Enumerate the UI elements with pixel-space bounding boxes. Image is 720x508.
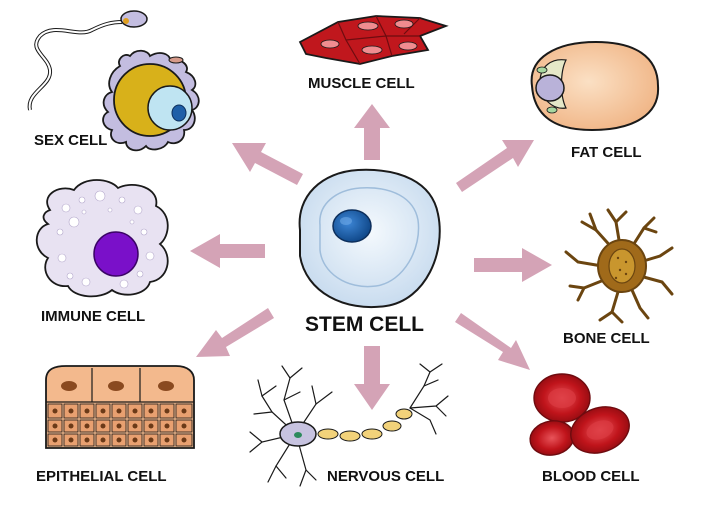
arrow-lower-left [196,308,274,357]
bone-cell-illustration [564,208,674,324]
stem-cell-label: STEM CELL [305,313,424,336]
arrow-upper-right [456,140,534,192]
arrow-left [190,234,265,268]
epithelial-cell-label: EPITHELIAL CELL [36,468,167,485]
blood-cell-illustration [529,373,630,456]
arrow-up [354,104,390,160]
sex-cell-label: SEX CELL [34,132,108,149]
fat-cell-illustration [530,40,660,132]
nervous-cell-illustration [249,363,449,487]
arrow-down [354,346,390,410]
arrows [190,104,552,410]
fat-cell-label: FAT CELL [571,144,642,161]
arrow-upper-left [232,143,303,185]
stem-cell-illustration [298,168,441,308]
muscle-cell-illustration [298,15,449,65]
epithelial-cell-illustration [45,365,195,449]
arrow-lower-right [455,313,530,370]
sex-cell-illustration [27,10,200,152]
immune-cell-label: IMMUNE CELL [41,308,146,325]
bone-cell-label: BONE CELL [563,330,650,347]
muscle-cell-label: MUSCLE CELL [308,75,415,92]
nervous-cell-label: NERVOUS CELL [327,468,445,485]
blood-cell-label: BLOOD CELL [542,468,640,485]
immune-cell-illustration [35,179,169,298]
arrow-right [474,248,552,282]
